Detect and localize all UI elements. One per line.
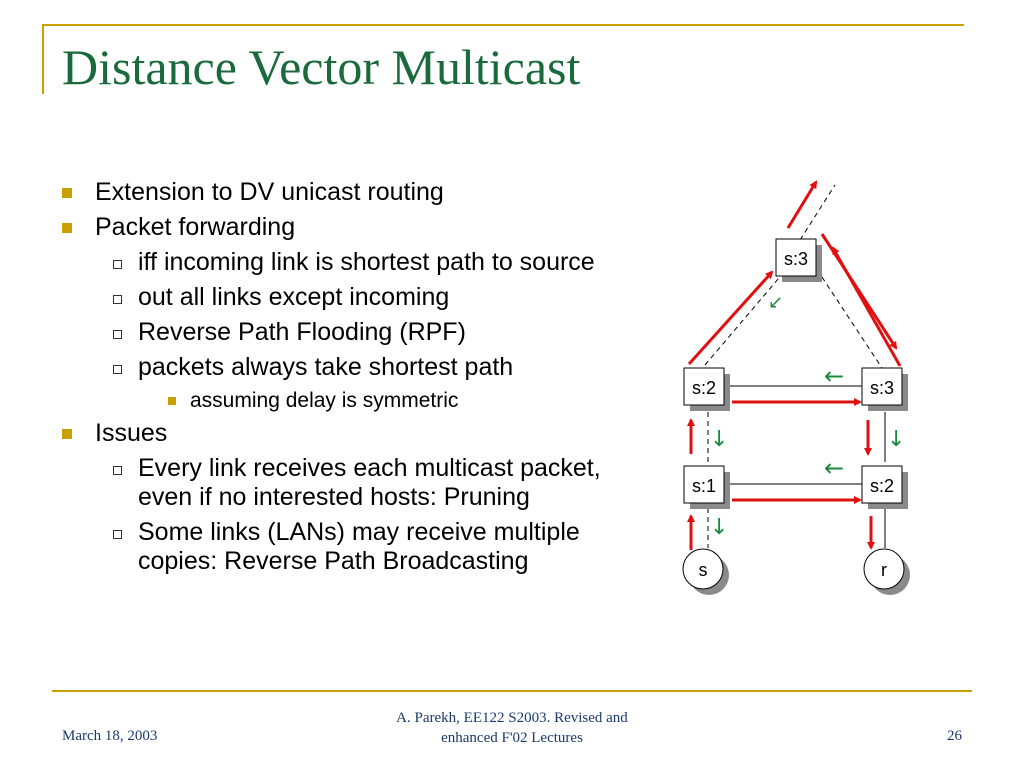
- flood-arrows: [687, 180, 902, 550]
- footer-credit-line2: enhanced F'02 Lectures: [441, 730, 583, 746]
- node-label: s:1: [692, 476, 716, 496]
- footer-credit: A. Parekh, EE122 S2003. Revised and enha…: [0, 708, 1024, 748]
- bullet-square-icon: [168, 397, 176, 405]
- flood-arrow: [831, 246, 902, 367]
- rpf-diagram: ↙ ← ← ↓ ↓ ↓ s:3 s:2 s:3 s:1 s:2 s: [682, 180, 910, 595]
- solid-links: [726, 385, 886, 548]
- link-dashed: [811, 261, 883, 369]
- bullet-item: Every link receives each multicast packe…: [62, 454, 622, 512]
- slide-title: Distance Vector Multicast: [62, 39, 581, 95]
- router-node-left-low: s:1: [683, 465, 730, 509]
- node-label: s:3: [870, 378, 894, 398]
- bullet-text: out all links except incoming: [138, 283, 450, 311]
- bullet-box-icon: [113, 466, 122, 475]
- node-label: s:2: [692, 378, 716, 398]
- host-node-source: s: [682, 548, 729, 595]
- title-frame-top: [42, 24, 964, 26]
- bullet-item: Issues: [62, 419, 622, 448]
- router-node-left-mid: s:2: [683, 367, 730, 411]
- footer-date: March 18, 2003: [62, 728, 158, 744]
- bullet-box-icon: [113, 330, 122, 339]
- bullet-square-icon: [62, 223, 72, 233]
- bullet-box-icon: [113, 530, 122, 539]
- bullet-text: Extension to DV unicast routing: [95, 178, 444, 206]
- tree-arrow-down: ↓: [710, 427, 728, 452]
- flood-arrow: [687, 270, 774, 366]
- tree-arrow-left: ←: [824, 454, 844, 482]
- bullet-text: Packet forwarding: [95, 213, 296, 241]
- bullet-text: Some links (LANs) may receive multiple c…: [138, 518, 580, 575]
- node-label: r: [881, 560, 887, 580]
- bullet-item: assuming delay is symmetric: [62, 388, 622, 413]
- tree-arrows: ↙ ← ← ↓ ↓ ↓: [710, 292, 905, 540]
- flood-arrow: [786, 180, 818, 229]
- bullet-text: Issues: [95, 419, 168, 447]
- tree-arrow-down: ↓: [710, 515, 728, 540]
- bullet-item: Packet forwarding: [62, 213, 622, 242]
- bullet-item: iff incoming link is shortest path to so…: [62, 248, 622, 277]
- bullet-text: packets always take shortest path: [138, 353, 514, 381]
- dashed-links: [704, 184, 883, 548]
- node-label: s:2: [870, 476, 894, 496]
- tree-arrow-left: ←: [824, 362, 844, 390]
- page-number: 26: [947, 728, 962, 744]
- bullet-list: Extension to DV unicast routing Packet f…: [62, 178, 622, 582]
- bullet-item: Reverse Path Flooding (RPF): [62, 318, 622, 347]
- title-frame-left: [42, 24, 44, 94]
- bullet-box-icon: [113, 365, 122, 374]
- router-node-top: s:3: [775, 238, 822, 282]
- bullet-box-icon: [113, 260, 122, 269]
- router-node-right-low: s:2: [861, 465, 908, 509]
- tree-arrow-down-left: ↙: [768, 292, 783, 313]
- bullet-text: iff incoming link is shortest path to so…: [138, 248, 595, 276]
- bullet-item: Some links (LANs) may receive multiple c…: [62, 518, 622, 576]
- node-label: s: [699, 560, 708, 580]
- bullet-item: packets always take shortest path: [62, 353, 622, 382]
- tree-arrow-down: ↓: [887, 427, 905, 452]
- bullet-item: out all links except incoming: [62, 283, 622, 312]
- footer-divider: [52, 690, 972, 692]
- bullet-text: Reverse Path Flooding (RPF): [138, 318, 466, 346]
- bullet-text: Every link receives each multicast packe…: [138, 454, 601, 511]
- bullet-square-icon: [62, 429, 72, 439]
- bullet-box-icon: [113, 295, 122, 304]
- bullet-text: assuming delay is symmetric: [190, 389, 459, 412]
- router-node-right-mid: s:3: [861, 367, 908, 411]
- bullet-item: Extension to DV unicast routing: [62, 178, 622, 207]
- bullet-square-icon: [62, 188, 72, 198]
- node-label: s:3: [784, 249, 808, 269]
- footer-credit-line1: A. Parekh, EE122 S2003. Revised and: [396, 710, 628, 726]
- host-node-receiver: r: [863, 548, 910, 595]
- link-dashed: [799, 184, 836, 241]
- link-dashed: [704, 264, 791, 366]
